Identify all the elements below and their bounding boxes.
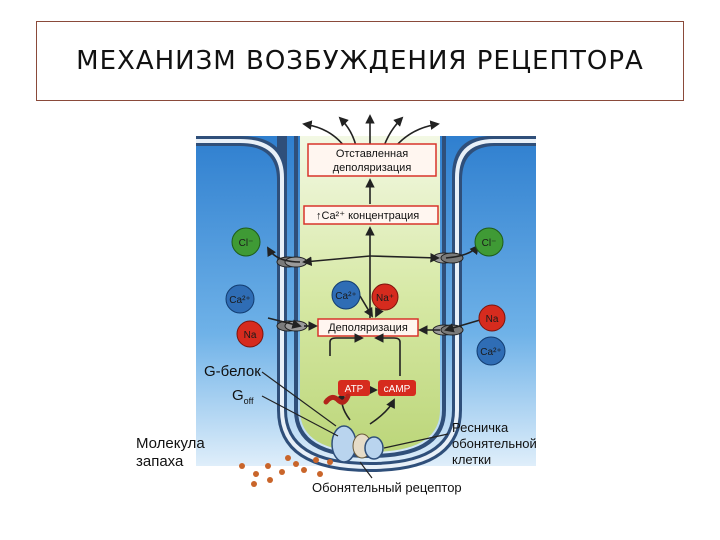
- odor-molecule-label-2: запаха: [136, 453, 184, 470]
- cilium-label-1: Ресничка: [452, 420, 509, 435]
- depolarization-box: [317, 318, 419, 337]
- title-box: МЕХАНИЗМ ВОЗБУЖДЕНИЯ РЕЦЕПТОРА: [36, 21, 684, 101]
- g-off-label: Goff: [232, 387, 254, 406]
- ion-ca-inside: Ca²⁺: [331, 280, 361, 310]
- svg-text:ATP: ATP: [345, 384, 364, 395]
- ion-cl-left: Cl⁻: [231, 227, 261, 257]
- olfactory-receptor-protein: [331, 425, 384, 463]
- cilium-label-2: обонятельной: [452, 436, 537, 451]
- svg-text:Cl⁻: Cl⁻: [239, 238, 254, 249]
- ion-ca-left: Ca²⁺: [225, 284, 255, 314]
- slide-title: МЕХАНИЗМ ВОЗБУЖДЕНИЯ РЕЦЕПТОРА: [76, 46, 644, 76]
- svg-text:Cl⁻: Cl⁻: [482, 238, 497, 249]
- delayed-depolarization-box: [307, 143, 437, 177]
- ca-concentration-box: [303, 205, 439, 225]
- delayed-depol-line2: деполяризация: [333, 162, 412, 174]
- svg-text:cAMP: cAMP: [384, 384, 411, 395]
- ion-cl-right: Cl⁻: [474, 227, 504, 257]
- svg-text:Na: Na: [244, 330, 257, 341]
- svg-text:Ca²⁺: Ca²⁺: [229, 295, 250, 306]
- olfactory-receptor-label: Обонятельный рецептор: [312, 480, 462, 495]
- membrane-middle-band: [196, 139, 536, 470]
- ion-channel-left-lower: [276, 320, 308, 332]
- odor-molecule-dots: [239, 455, 333, 487]
- g-protein-label: G-белок: [204, 363, 261, 380]
- svg-text:Ca²⁺: Ca²⁺: [335, 291, 356, 302]
- svg-text:Na⁺: Na⁺: [376, 293, 394, 304]
- ion-ca-right: Ca²⁺: [476, 336, 506, 366]
- depolarization-label: Деполяризация: [328, 322, 408, 334]
- delayed-depol-line1: Отставленная: [336, 148, 408, 160]
- ion-na-inside: Na⁺: [371, 283, 399, 311]
- label-pointers: [261, 371, 449, 479]
- atp-badge: ATP: [338, 380, 370, 396]
- internal-arrows: [267, 178, 481, 425]
- ca-concentration-label: ↑Ca²⁺ концентрация: [316, 210, 419, 222]
- ion-na-left: Na: [236, 320, 264, 348]
- odor-molecule-label-1: Молекула: [136, 435, 205, 452]
- ion-na-right: Na: [478, 304, 506, 332]
- adenylate-cyclase-shape: [323, 393, 351, 405]
- camp-badge: cAMP: [378, 380, 416, 396]
- cilium-label-3: клетки: [452, 452, 491, 467]
- svg-text:Na: Na: [486, 314, 499, 325]
- svg-text:Ca²⁺: Ca²⁺: [480, 347, 501, 358]
